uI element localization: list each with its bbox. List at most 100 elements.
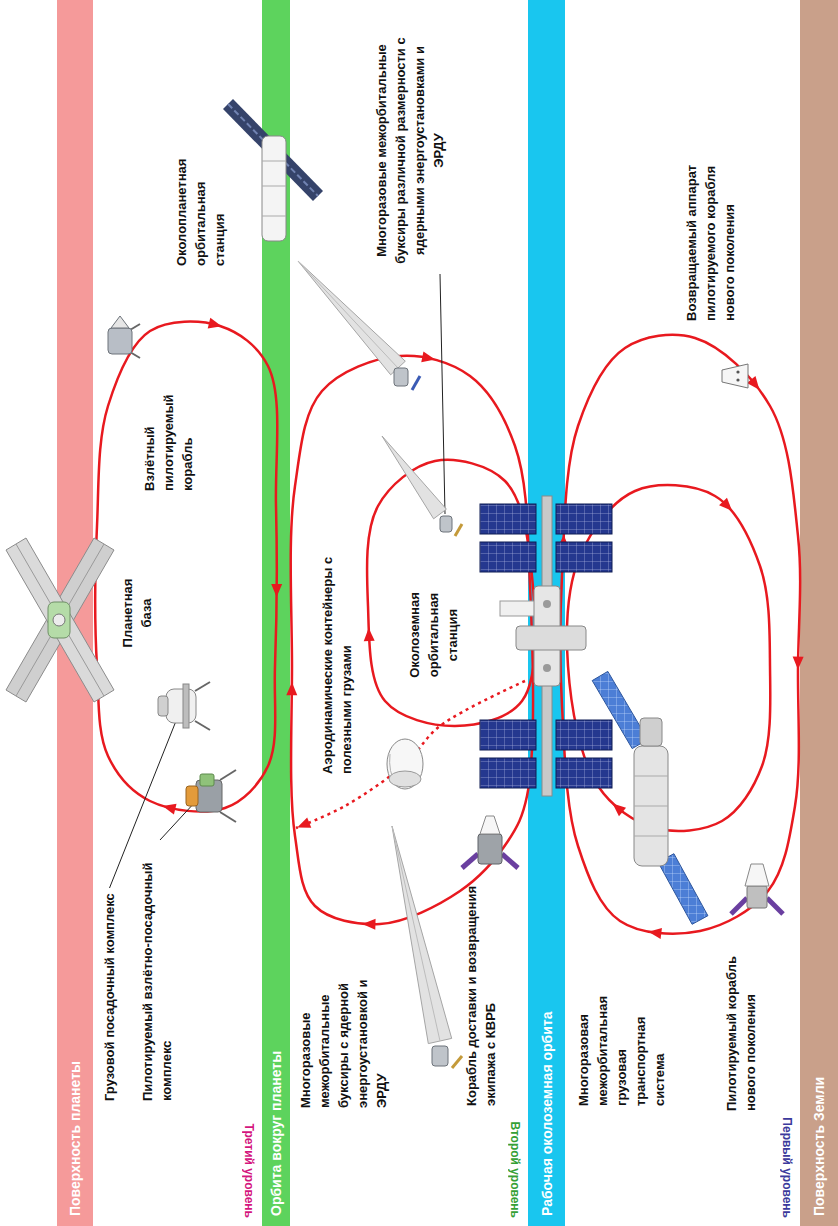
planet-base-illustration (6, 538, 114, 702)
iss-illustration-part (556, 542, 612, 572)
upper-tug-illustration-part (298, 261, 398, 368)
planet-base-illustration-part (16, 544, 104, 696)
transport-loop (367, 460, 535, 726)
cargo-transport-system-illustration (592, 671, 708, 924)
caption-holder: Возвращаемый аппарат пилотируемого кораб… (682, 121, 739, 321)
cargo-transport-system-illustration-part (640, 718, 662, 746)
cargo-transport-system-illustration-part (634, 746, 668, 866)
loop-arrowhead (295, 818, 311, 833)
crew-delivery-ship-illustration-part (480, 816, 500, 834)
iss-illustration-part (480, 758, 536, 788)
band-label: Поверхность Земли (811, 1077, 827, 1226)
level-label: Второй уровень (505, 1121, 524, 1218)
caption-holder: Пилотируемый взлётно-посадочный комплекс (138, 846, 176, 1101)
upper-tug-illustration-part (394, 368, 408, 386)
ascent-ship-illustration-part (111, 316, 129, 328)
caption-holder: Околоземная орбитальная станция (405, 580, 462, 690)
leader-line (440, 274, 445, 514)
iss-illustration-part (556, 504, 612, 534)
loop-arrowhead (609, 799, 626, 816)
iss-illustration-part (543, 600, 551, 608)
vehicle-caption: Планетная база (118, 568, 156, 658)
return-capsule-illustration-part (736, 378, 739, 381)
loop-arrowhead (747, 376, 764, 393)
leader-line (160, 801, 196, 840)
orbit-band: Поверхность Земли (800, 0, 838, 1226)
level-label: Первый уровень (777, 1117, 796, 1218)
ascent-ship-illustration (108, 316, 140, 358)
crewed-lander-illustration-part (220, 812, 236, 822)
aerodynamic-container-illustration-part (389, 771, 421, 787)
aerodynamic-container-illustration (387, 739, 423, 789)
loop-arrowhead (161, 801, 176, 815)
crewed-ship-illustration (731, 864, 783, 914)
cargo-lander-illustration (158, 682, 210, 730)
crewed-lander-illustration (186, 770, 236, 822)
ascent-ship-illustration-part (130, 324, 140, 330)
lower-tug-illustration-part (392, 826, 440, 1041)
vehicle-caption: Околопланетная орбитальная станция (172, 136, 229, 266)
loop-arrowhead (792, 657, 803, 670)
ascent-ship-illustration-part (108, 328, 132, 354)
loop-arrowhead (363, 628, 375, 641)
ascent-ship-illustration-part (130, 352, 140, 358)
planet-station-illustration (228, 104, 318, 241)
loop-arrowhead (208, 318, 223, 332)
planet-station-illustration-part (262, 161, 286, 162)
caption-holder: Многоразовая межорбитальная грузовая тра… (574, 974, 669, 1106)
caption-holder: Второй уровень (505, 1121, 524, 1218)
planet-base-illustration-part (53, 614, 65, 626)
planet-base-illustration-part (6, 538, 114, 702)
vehicle-caption: Многоразовая межорбитальная грузовая тра… (574, 974, 669, 1106)
caption-holder: Многоразовые межорбитальные буксиры разл… (372, 33, 448, 268)
band-label: Рабочая околоземная орбита (539, 1012, 555, 1226)
loop-arrowhead (362, 918, 375, 929)
iss-illustration-part (480, 504, 536, 534)
transport-loops (91, 318, 804, 939)
caption-holder: Многоразовые межорбитальные буксиры с яд… (296, 960, 391, 1108)
lower-tug-illustration-part (432, 1046, 448, 1066)
planet-station-illustration-part (262, 216, 286, 217)
cargo-lander-illustration-part (158, 696, 168, 716)
iss-illustration-part (556, 720, 612, 750)
transport-loop (291, 356, 533, 924)
cargo-lander-illustration-part (195, 682, 210, 691)
upper-tug-illustration-part (412, 376, 420, 390)
cargo-transport-system-illustration-part (634, 806, 668, 807)
return-capsule-illustration-part (736, 370, 739, 373)
iss-illustration-part (516, 626, 586, 650)
band-label: Поверхность планеты (67, 1061, 83, 1226)
caption-holder: Первый уровень (777, 1117, 796, 1218)
crewed-lander-illustration-part (220, 770, 236, 780)
iss-illustration (480, 496, 612, 796)
crewed-ship-illustration-part (747, 886, 767, 908)
inner-tug-illustration (382, 436, 462, 536)
planet-base-illustration-part (6, 538, 114, 702)
inner-tug-illustration-part (382, 436, 446, 519)
loop-arrowhead (421, 351, 436, 364)
crewed-ship-illustration-part (745, 864, 769, 886)
loop-arrowhead (648, 926, 662, 939)
caption-holder: Планетная база (118, 568, 156, 658)
cargo-lander-illustration-part (195, 721, 210, 730)
caption-holder: Взлётный пилотируемый корабль (140, 373, 197, 491)
return-capsule-illustration (722, 364, 748, 388)
cargo-transport-system-illustration-part (634, 836, 668, 837)
planet-base-illustration-part (48, 602, 70, 638)
cargo-lander-illustration-part (183, 684, 189, 728)
cargo-lander-illustration-part (166, 689, 196, 723)
vehicle-caption: Корабль доставки и возвращения экипажа с… (462, 884, 500, 1106)
planet-station-illustration-part (262, 186, 286, 187)
crewed-ship-illustration-part (731, 898, 747, 914)
iss-illustration-part (543, 664, 551, 672)
crewed-lander-illustration-part (200, 774, 214, 786)
vehicle-caption: Возвращаемый аппарат пилотируемого кораб… (682, 121, 739, 321)
upper-tug-illustration (298, 261, 420, 390)
vehicle-caption: Грузовой посадочный комплекс (100, 893, 119, 1101)
crewed-ship-illustration-part (767, 898, 783, 914)
vehicle-caption: Пилотируемый корабль нового поколения (722, 926, 760, 1111)
iss-illustration-part (480, 542, 536, 572)
vehicle-caption: Многоразовые межорбитальные буксиры разл… (372, 33, 448, 268)
crewed-lander-illustration-part (186, 786, 198, 806)
iss-illustration-part (500, 601, 536, 616)
